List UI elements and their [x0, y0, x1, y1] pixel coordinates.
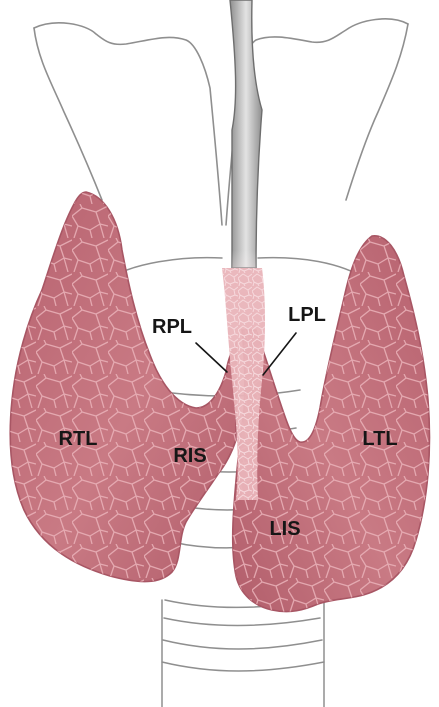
- rpl-leader-line: [196, 343, 227, 372]
- label-rtl: RTL: [59, 428, 98, 450]
- lpl-leader-line: [263, 333, 296, 375]
- label-lpl: LPL: [288, 304, 326, 326]
- label-rpl: RPL: [152, 316, 192, 338]
- label-lis: LIS: [269, 518, 300, 540]
- trachea-tube: [230, 0, 262, 300]
- right-thyroid-lobe: [10, 192, 236, 582]
- label-ris: RIS: [173, 445, 206, 467]
- label-ltl: LTL: [362, 428, 397, 450]
